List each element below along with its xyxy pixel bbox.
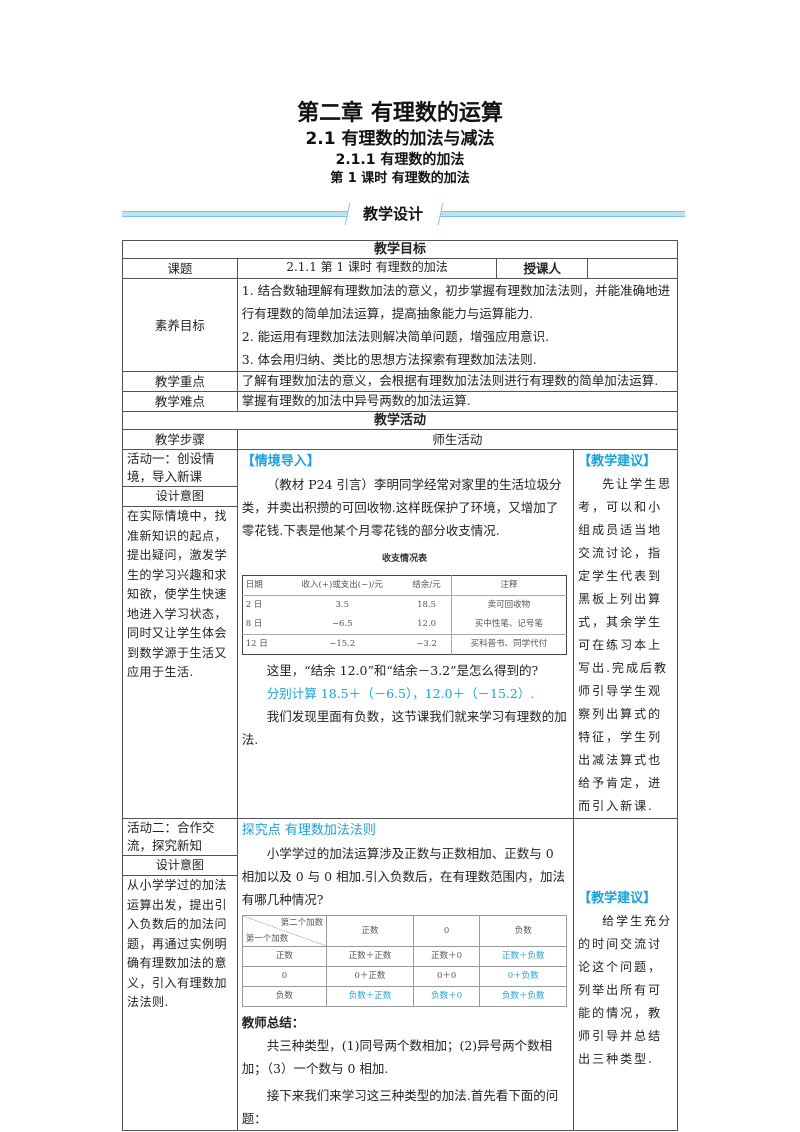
- income-th: 日期: [242, 575, 282, 596]
- literacy-item: 2. 能运用有理数加法法则解决简单问题，增强应用意识.: [241, 329, 550, 344]
- activity2-suggestion: 给学生充分的时间交流讨论这个问题，列举出所有可能的情况，教师引导并总结出三种类型…: [578, 914, 673, 1066]
- cases-cell: 0＋正数: [326, 966, 414, 987]
- activity1-suggestion-title: 【教学建议】: [578, 454, 657, 469]
- activity2-section-title: 探究点 有理数加法法则: [241, 823, 376, 838]
- income-cell: 买科普书、同学代付: [450, 634, 567, 655]
- literacy-label: 素养目标: [122, 278, 238, 372]
- activity2-step: 活动二：合作交流，探究新知 设计意图 从小学学过的加法运算出发，提出引入负数后的…: [122, 818, 238, 1131]
- cases-row-label: 正数: [241, 946, 328, 967]
- income-th: 结余/元: [402, 575, 451, 596]
- cases-cell: 正数＋0: [412, 946, 481, 967]
- activity1-title: 活动一：创设情境，导入新课: [127, 451, 215, 484]
- corner-first-addend: 第一个加数: [245, 934, 289, 944]
- income-cell: 18.5: [417, 600, 437, 610]
- cases-row-label: 0: [241, 966, 328, 987]
- cases-th: 负数: [479, 915, 568, 947]
- activity1-suggestion-cell: 【教学建议】 先让学生思考，可以和小组成员适当地交流讨论，指定学生代表到黑板上列…: [573, 449, 678, 819]
- income-cell: 12.0: [402, 615, 451, 635]
- subsection-title: 2.1.1 有理数的加法: [335, 152, 465, 168]
- cases-cell: 正数＋正数: [326, 946, 414, 967]
- key-point-label: 教学重点: [122, 371, 238, 392]
- activity2-content: 探究点 有理数加法法则 小学学过的加法运算涉及正数与正数相加、正数与 0 相加以…: [236, 818, 575, 1131]
- cases-cell: 0＋0: [412, 966, 481, 987]
- income-table: 日期 收入(+)或支出(−)/元 结余/元 注释 2 日 3.5 18.5 卖可…: [241, 575, 568, 655]
- banner-label: 教学设计: [362, 205, 423, 223]
- literacy-goals: 1. 结合数轴理解有理数加法的意义，初步掌握有理数加法法则，并能准确地进行有理数…: [236, 278, 679, 372]
- activity1-intent: 在实际情境中，找准新知识的起点，提出疑问，激发学生的学习兴趣和求知欲，使学生快速…: [127, 509, 228, 679]
- teaching-design-banner: 教学设计: [122, 203, 685, 225]
- activity1-content: 【情境导入】 （教材 P24 引言）李明同学经常对家里的生活垃圾分类，并卖出积攒…: [236, 449, 575, 819]
- activity1-step: 活动一：创设情境，导入新课 设计意图 在实际情境中，找准新知识的起点，提出疑问，…: [122, 449, 238, 819]
- activity2-suggestion-title: 【教学建议】: [578, 891, 657, 906]
- addition-cases-table: 第二个加数 第一个加数 正数 0 负数 正数 正数＋正数 正数＋0 正数＋负数 …: [241, 915, 568, 1007]
- activity2-title: 活动二：合作交流，探究新知: [127, 820, 215, 853]
- cases-th: 正数: [326, 915, 414, 947]
- activity2-intro: 小学学过的加法运算涉及正数与正数相加、正数与 0 相加以及 0 与 0 相加.引…: [241, 846, 566, 907]
- corner-second-addend: 第二个加数: [280, 918, 324, 928]
- activity1-section-title: 【情境导入】: [241, 454, 320, 469]
- literacy-item: 1. 结合数轴理解有理数加法的意义，初步掌握有理数加法法则，并能准确地进行有理数…: [241, 283, 671, 321]
- income-cell: −6.5: [281, 615, 403, 635]
- activity1-answer: 分别计算 18.5＋（－6.5），12.0＋（－15.2）.: [266, 686, 535, 701]
- difficulty-value: 掌握有理数的加法中异号两数的加法运算.: [236, 391, 679, 412]
- summary-title: 教师总结：: [241, 1015, 305, 1030]
- activities-header: 教学活动: [122, 411, 678, 430]
- activity1-question: 这里，“结余 12.0”和“结余－3.2”是怎么得到的?: [266, 663, 539, 678]
- teacher-value: [587, 258, 678, 279]
- section-title: 2.1 有理数的加法与减法: [305, 129, 495, 149]
- activity1-suggestion: 先让学生思考，可以和小组成员适当地交流讨论，指定学生代表到黑板上列出算式，其余学…: [578, 477, 673, 813]
- income-cell: 3.5: [335, 600, 349, 610]
- literacy-item: 3. 体会用归纳、类比的思想方法探索有理数加法法则.: [241, 352, 537, 367]
- cases-row-label: 负数: [241, 986, 328, 1007]
- activity1-intro: （教材 P24 引言）李明同学经常对家里的生活垃圾分类，并卖出积攒的可回收物.这…: [241, 477, 562, 538]
- activity2-suggestion-cell: 【教学建议】 给学生充分的时间交流讨论这个问题，列举出所有可能的情况，教师引导并…: [573, 818, 678, 1131]
- lesson-title: 第 1 课时 有理数的加法: [330, 171, 470, 186]
- income-th: 注释: [450, 575, 567, 596]
- income-cell: −3.2: [416, 639, 437, 649]
- topic-value: 2.1.1 第 1 课时 有理数的加法: [236, 258, 498, 279]
- income-cell: −15.2: [329, 639, 356, 649]
- activity-row-2: 活动二：合作交流，探究新知 设计意图 从小学学过的加法运算出发，提出引入负数后的…: [122, 818, 678, 1131]
- summary-text: 共三种类型，(1)同号两个数相加；(2)异号两个数相加；（3）一个数与 0 相加…: [241, 1038, 553, 1076]
- difficulty-label: 教学难点: [122, 391, 238, 412]
- cases-cell: 负数＋负数: [479, 986, 568, 1007]
- title-block: 第二章 有理数的运算 2.1 有理数的加法与减法 2.1.1 有理数的加法 第 …: [0, 100, 800, 188]
- income-cell: 卖可回收物: [450, 595, 567, 615]
- income-table-caption: 收支情况表: [381, 554, 427, 564]
- income-cell: 8 日: [242, 615, 282, 635]
- income-cell: 12 日: [245, 639, 268, 649]
- topic-label: 课题: [122, 258, 238, 279]
- next-text: 接下来我们来学习这三种类型的加法.首先看下面的问题：: [241, 1088, 559, 1126]
- cases-cell: 正数＋负数: [479, 946, 568, 967]
- cases-cell: 负数＋0: [412, 986, 481, 1007]
- activity-row-1: 活动一：创设情境，导入新课 设计意图 在实际情境中，找准新知识的起点，提出疑问，…: [122, 449, 678, 819]
- income-cell: 买中性笔、记号笔: [450, 615, 567, 635]
- activity2-intent: 从小学学过的加法运算出发，提出引入负数后的加法问题，再通过实例明确有理数加法的意…: [127, 878, 228, 1009]
- activity1-intent-label: 设计意图: [123, 486, 237, 507]
- step-column-header: 教学步骤: [122, 429, 238, 450]
- goals-header: 教学目标: [122, 240, 678, 259]
- cases-cell: 0＋负数: [479, 966, 568, 987]
- activity2-intent-label: 设计意图: [123, 855, 237, 876]
- activity1-closing: 我们发现里面有负数，这节课我们就来学习有理数的加法.: [241, 709, 567, 747]
- chapter-title: 第二章 有理数的运算: [297, 101, 503, 126]
- cases-cell: 负数＋正数: [326, 986, 414, 1007]
- income-cell: 2 日: [245, 600, 263, 610]
- cases-th: 0: [412, 915, 481, 947]
- lesson-plan-table: 教学目标 课题 2.1.1 第 1 课时 有理数的加法 授课人 素养目标 1. …: [122, 240, 679, 1131]
- key-point-value: 了解有理数加法的意义，会根据有理数加法法则进行有理数的简单加法运算.: [236, 371, 679, 392]
- income-th: 收入(+)或支出(−)/元: [281, 575, 403, 596]
- teacher-label: 授课人: [496, 258, 589, 279]
- table-corner: 第二个加数 第一个加数: [241, 915, 328, 947]
- activity-column-header: 师生活动: [236, 429, 679, 450]
